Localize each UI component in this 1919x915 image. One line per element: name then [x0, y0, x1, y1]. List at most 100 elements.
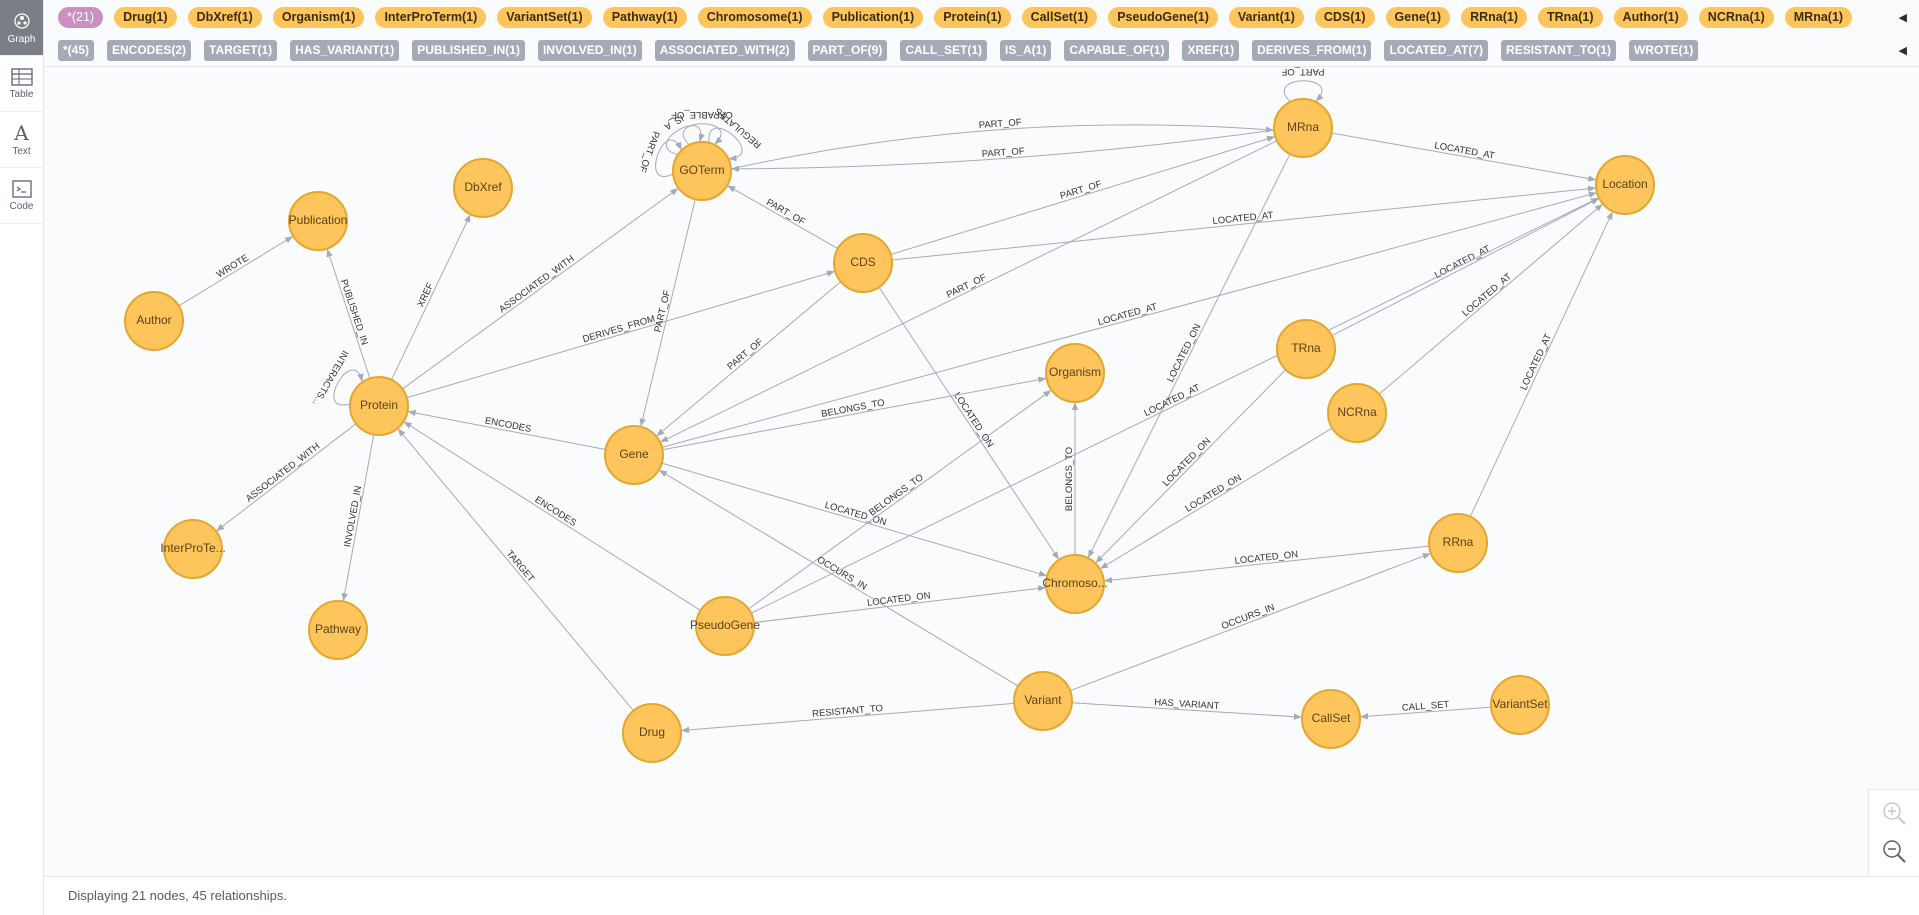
edge-line[interactable] — [753, 585, 1047, 624]
relationship-type-pill[interactable]: DERIVES_FROM(1) — [1252, 40, 1372, 61]
sidebar-item-text[interactable]: A Text — [0, 112, 43, 168]
graph-node[interactable]: InterProTe... — [160, 519, 226, 579]
node-label-pill[interactable]: PseudoGene(1) — [1108, 7, 1218, 28]
relationship-edge[interactable]: LOCATED_ON — [1099, 427, 1333, 569]
relationship-edge[interactable]: LOCATED_AT — [661, 191, 1597, 448]
relationship-edge[interactable]: LOCATED_ON — [1087, 153, 1291, 558]
edge-line[interactable] — [890, 135, 1276, 255]
relationship-edge[interactable]: LOCATED_AT — [1469, 211, 1613, 517]
edge-line[interactable] — [727, 185, 839, 250]
graph-node[interactable]: NCRna — [1327, 383, 1387, 443]
edge-line[interactable] — [748, 390, 1052, 610]
graph-node[interactable]: VariantSet — [1490, 675, 1550, 735]
edge-line[interactable] — [682, 123, 723, 146]
relationship-edge[interactable]: PART_OF — [656, 281, 842, 437]
relationship-edge[interactable]: OCCURS_IN — [1069, 553, 1431, 692]
node-label-pill[interactable]: TRna(1) — [1538, 7, 1603, 28]
node-label-pill[interactable]: DbXref(1) — [187, 7, 262, 28]
node-circle[interactable] — [453, 158, 513, 218]
edge-line[interactable] — [639, 199, 696, 427]
node-circle[interactable] — [695, 596, 755, 656]
relationship-edge[interactable]: PART_OF — [727, 185, 839, 250]
zoom-in-icon[interactable] — [1881, 800, 1907, 826]
relationship-edge[interactable]: ASSOCIATED_WITH — [216, 423, 357, 532]
edge-line[interactable] — [1099, 427, 1333, 569]
relationship-type-pill[interactable]: XREF(1) — [1182, 40, 1240, 61]
relationship-edge[interactable]: LOCATED_AT — [1378, 203, 1603, 395]
relationship-edge[interactable]: CALL_SET — [1360, 699, 1492, 720]
relationship-edge[interactable]: PART_OF — [890, 135, 1276, 255]
graph-node[interactable]: Gene — [604, 425, 664, 485]
node-circle[interactable] — [1595, 155, 1655, 215]
graph-node[interactable]: Location — [1595, 155, 1655, 215]
relationship-edge[interactable]: BELONGS_TO — [748, 390, 1052, 610]
relationship-type-pill[interactable]: ENCODES(2) — [107, 40, 192, 61]
node-circle[interactable] — [1301, 689, 1361, 749]
node-circle[interactable] — [124, 291, 184, 351]
edge-line[interactable] — [333, 369, 364, 406]
edge-line[interactable] — [665, 125, 705, 156]
node-circle[interactable] — [308, 600, 368, 660]
graph-node[interactable]: Pathway — [308, 600, 368, 660]
edge-line[interactable] — [391, 214, 471, 381]
node-label-pill[interactable]: MRna(1) — [1784, 7, 1853, 28]
edge-line[interactable] — [750, 197, 1599, 614]
graph-node[interactable]: CDS — [833, 233, 893, 293]
node-circle[interactable] — [672, 141, 732, 201]
zoom-out-icon[interactable] — [1881, 838, 1907, 864]
relationship-type-pill[interactable]: IS_A(1) — [999, 40, 1052, 61]
sidebar-item-table[interactable]: Table — [0, 56, 43, 112]
relationship-type-pill[interactable]: ASSOCIATED_WITH(2) — [654, 40, 795, 61]
edge-line[interactable] — [1331, 198, 1600, 337]
edge-line[interactable] — [1087, 153, 1291, 558]
node-label-pill[interactable]: VariantSet(1) — [497, 7, 592, 28]
node-circle[interactable] — [1045, 554, 1105, 614]
relationship-type-pill[interactable]: RESISTANT_TO(1) — [1501, 40, 1616, 61]
collapse-labels-icon[interactable]: ◀ — [1898, 12, 1907, 24]
graph-node[interactable]: Author — [124, 291, 184, 351]
node-circle[interactable] — [163, 519, 223, 579]
graph-node[interactable]: Chromoso... — [1042, 554, 1108, 614]
node-circle[interactable] — [1045, 343, 1105, 403]
node-circle[interactable] — [1276, 319, 1336, 379]
edge-line[interactable] — [406, 270, 835, 399]
relationship-edge[interactable]: TARGET — [397, 428, 634, 712]
graph-node[interactable]: Publication — [288, 191, 348, 251]
edge-line[interactable] — [216, 423, 357, 532]
edge-line[interactable] — [1071, 702, 1302, 720]
relationship-edge[interactable]: PUBLISHED_IN — [326, 248, 371, 379]
node-circle[interactable] — [1428, 513, 1488, 573]
edge-line[interactable] — [1469, 211, 1613, 517]
relationship-type-pill[interactable]: CALL_SET(1) — [900, 40, 987, 61]
edge-line[interactable] — [662, 376, 1047, 451]
edge-line[interactable] — [661, 462, 1047, 577]
relationship-edge[interactable]: LOCATED_ON — [753, 585, 1047, 624]
edge-line[interactable] — [661, 191, 1597, 448]
node-circle[interactable] — [1490, 675, 1550, 735]
relationship-type-pill[interactable]: HAS_VARIANT(1) — [290, 40, 400, 61]
edge-line[interactable] — [659, 470, 1019, 687]
relationship-edge[interactable]: INVOLVED_IN — [341, 434, 375, 602]
graph-node[interactable]: Protein — [349, 376, 409, 436]
node-circle[interactable] — [604, 425, 664, 485]
relationship-edge[interactable]: LOCATED_ON — [1104, 545, 1430, 584]
edge-line[interactable] — [1104, 545, 1430, 584]
node-circle[interactable] — [288, 191, 348, 251]
node-label-pill[interactable]: Gene(1) — [1385, 7, 1451, 28]
edge-line[interactable] — [1095, 369, 1287, 564]
node-label-pill[interactable]: Chromosome(1) — [697, 7, 812, 28]
relationship-type-pill[interactable]: PART_OF(9) — [807, 40, 888, 61]
relationship-edge[interactable]: XREF — [391, 214, 471, 381]
edge-line[interactable] — [341, 434, 375, 602]
graph-node[interactable]: CallSet — [1301, 689, 1361, 749]
node-label-pill[interactable]: Drug(1) — [114, 7, 177, 28]
node-label-pill[interactable]: *(21) — [58, 7, 104, 28]
edge-line[interactable] — [407, 409, 606, 451]
graph-node[interactable]: PseudoGene — [690, 596, 760, 656]
relationship-edge[interactable]: PART_OF — [731, 129, 1275, 173]
graph-node[interactable]: TRna — [1276, 319, 1336, 379]
relationship-edge[interactable]: PART_OF — [1281, 67, 1324, 103]
edge-line[interactable] — [402, 188, 679, 390]
relationship-type-pill[interactable]: PUBLISHED_IN(1) — [412, 40, 525, 61]
